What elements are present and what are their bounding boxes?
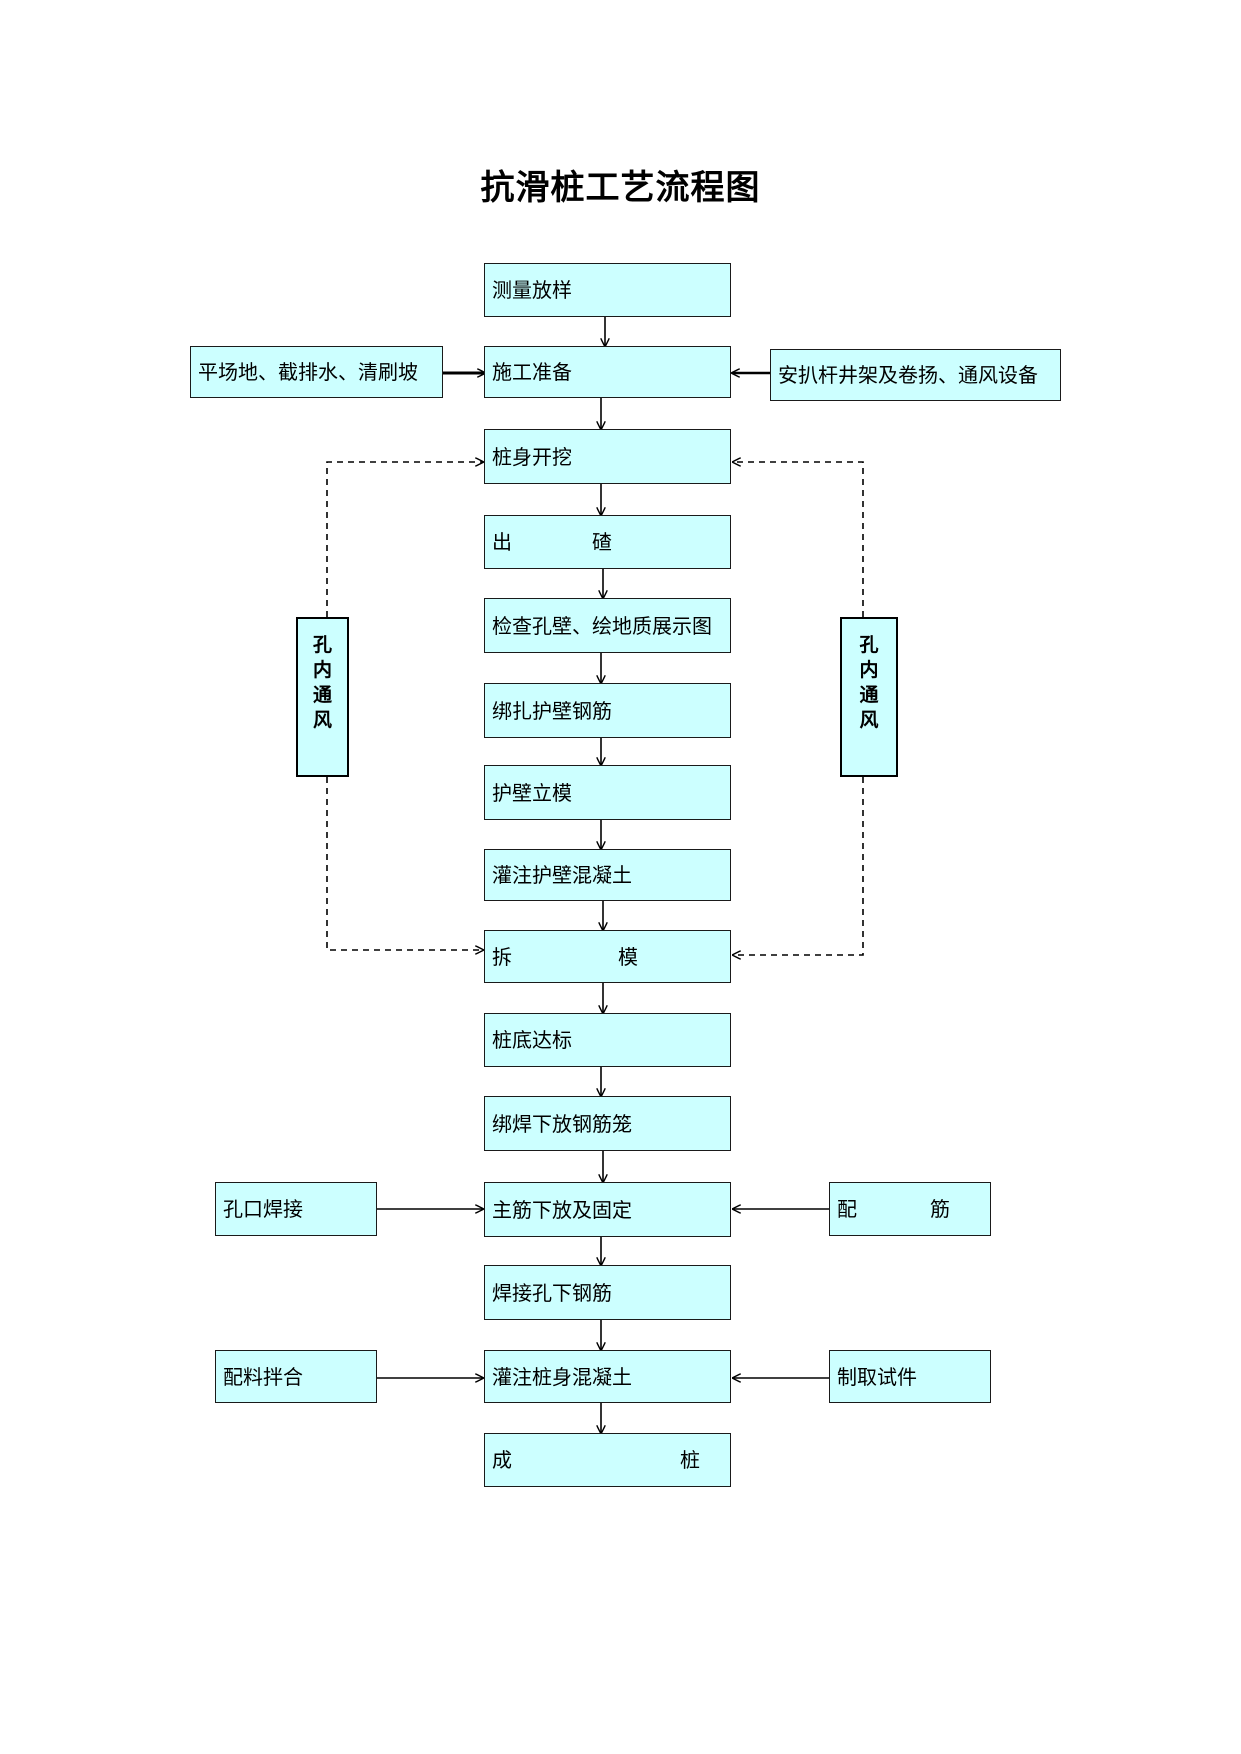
side-left-concrete: 配料拌合	[215, 1350, 377, 1403]
vent-char: 内	[859, 659, 879, 681]
step-wall-concrete: 灌注护壁混凝土	[484, 849, 731, 901]
step-label: 检查孔壁、绘地质展示图	[492, 613, 712, 638]
side-label-a: 配	[837, 1197, 857, 1221]
step-label-b: 桩	[680, 1448, 700, 1472]
step-label-b: 模	[618, 944, 638, 969]
side-right-concrete: 制取试件	[829, 1350, 991, 1403]
step-formwork-removal: 拆模	[484, 930, 731, 983]
side-left-rebar: 孔口焊接	[215, 1182, 377, 1236]
step-bottom-reached: 桩底达标	[484, 1013, 731, 1067]
step-pile-complete: 成桩	[484, 1433, 731, 1487]
step-label: 绑焊下放钢筋笼	[492, 1111, 632, 1136]
side-label: 孔口焊接	[223, 1197, 303, 1221]
step-label: 测量放样	[492, 278, 572, 302]
step-label: 主筋下放及固定	[492, 1197, 632, 1222]
step-preparation: 施工准备	[484, 346, 731, 398]
step-mucking: 出碴	[484, 515, 731, 569]
step-label: 绑扎护壁钢筋	[492, 698, 612, 723]
vent-char: 风	[312, 709, 332, 731]
vent-left-box: 孔 内 通 风	[296, 617, 349, 777]
step-excavation: 桩身开挖	[484, 429, 731, 484]
step-label: 桩身开挖	[492, 444, 572, 469]
side-left-prep: 平场地、截排水、清刷坡	[190, 346, 443, 398]
step-cage-lowering: 绑焊下放钢筋笼	[484, 1096, 731, 1151]
step-hole-welding: 焊接孔下钢筋	[484, 1265, 731, 1320]
vent-right-top	[733, 462, 864, 617]
vent-char: 内	[312, 659, 332, 681]
side-right-prep: 安扒杆井架及卷扬、通风设备	[770, 349, 1061, 401]
step-wall-formwork: 护壁立模	[484, 765, 731, 820]
step-label-a: 成	[492, 1448, 512, 1472]
side-label: 安扒杆井架及卷扬、通风设备	[778, 363, 1038, 387]
vent-right-bottom	[733, 777, 864, 955]
diagram-title: 抗滑桩工艺流程图	[480, 168, 761, 208]
vent-char: 孔	[312, 634, 332, 656]
side-right-rebar: 配筋	[829, 1182, 991, 1236]
side-label: 配料拌合	[223, 1364, 303, 1389]
step-label-a: 拆	[492, 944, 512, 969]
step-label: 护壁立模	[492, 780, 572, 805]
step-label: 灌注桩身混凝土	[492, 1364, 632, 1389]
step-label-b: 碴	[592, 530, 612, 554]
side-label: 平场地、截排水、清刷坡	[198, 360, 418, 384]
step-label: 焊接孔下钢筋	[492, 1280, 612, 1305]
step-label: 灌注护壁混凝土	[492, 863, 632, 887]
vent-char: 通	[312, 684, 332, 706]
vent-char: 风	[859, 709, 879, 731]
step-label: 桩底达标	[492, 1028, 572, 1052]
side-label: 制取试件	[837, 1364, 917, 1389]
vent-char: 孔	[859, 634, 879, 656]
step-main-bar: 主筋下放及固定	[484, 1182, 731, 1237]
step-survey: 测量放样	[484, 263, 731, 317]
step-pile-concrete: 灌注桩身混凝土	[484, 1350, 731, 1403]
side-label-b: 筋	[930, 1197, 950, 1221]
vent-left-bottom	[326, 777, 483, 950]
step-label: 施工准备	[492, 360, 572, 384]
vent-left-top	[326, 462, 483, 617]
step-wall-rebar: 绑扎护壁钢筋	[484, 683, 731, 738]
vent-right-box: 孔 内 通 风	[840, 617, 898, 777]
step-label-a: 出	[492, 530, 512, 554]
vent-char: 通	[859, 684, 879, 706]
step-inspection: 检查孔壁、绘地质展示图	[484, 598, 731, 653]
